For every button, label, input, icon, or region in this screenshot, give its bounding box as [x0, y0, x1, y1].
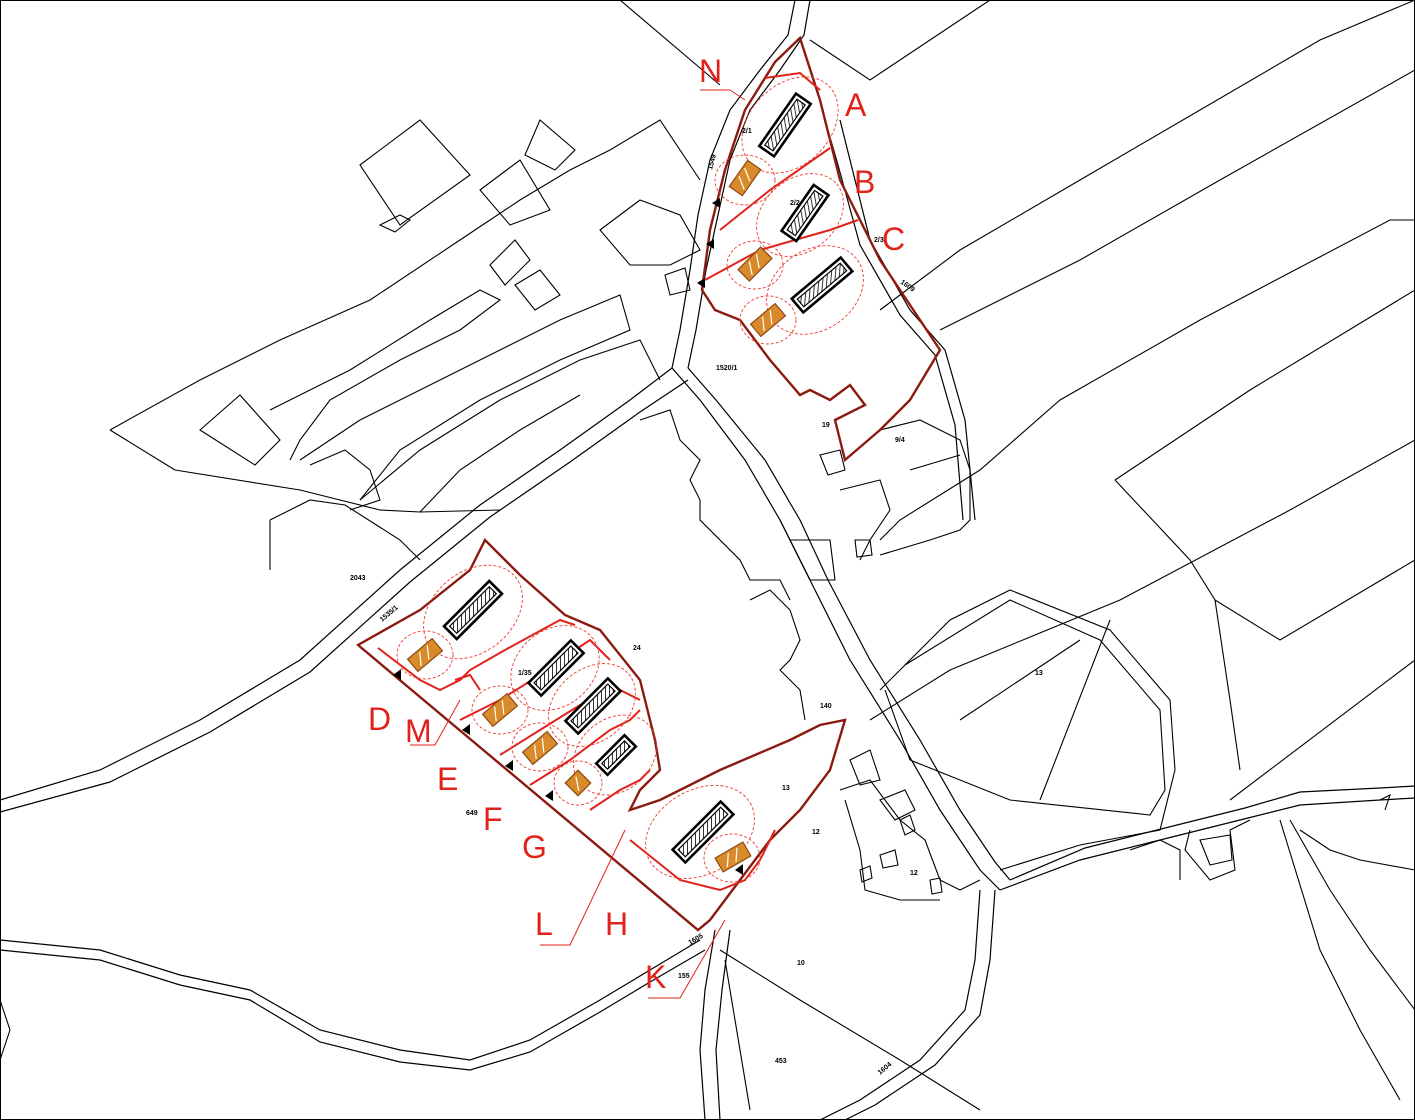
leader-lines	[410, 89, 746, 999]
parcel-number: 1/35	[518, 670, 532, 677]
house-icon	[670, 799, 736, 865]
plot-labels: N A B C D M E F G L H K	[368, 53, 905, 995]
garage-icon	[564, 769, 592, 797]
arrow-icon	[712, 198, 720, 208]
garage-icon	[728, 159, 762, 197]
houses	[442, 91, 855, 865]
garages	[406, 159, 787, 873]
house-icon	[779, 183, 831, 243]
parcel-number: 13	[1035, 670, 1043, 677]
parcel-number: 19	[822, 422, 830, 429]
parcel-number: 2/1	[742, 128, 752, 135]
parcel-number: 13	[782, 785, 790, 792]
parcel-number: 1604	[877, 1061, 894, 1076]
access-arrows	[393, 198, 743, 875]
plot-label-l: L	[535, 906, 553, 942]
garage-icon	[481, 692, 519, 728]
arrow-icon	[462, 724, 470, 735]
parcel-number: 140	[820, 703, 832, 710]
parcel-number: 9/4	[895, 437, 905, 444]
parcel-number: 2043	[350, 575, 366, 582]
plot-label-e: E	[437, 761, 458, 797]
parcel-number: 24	[633, 645, 641, 652]
parcel-number: 1605	[688, 933, 705, 947]
arrow-icon	[697, 278, 705, 288]
parcel-number: 1549	[707, 154, 718, 171]
parcel-number: 12	[812, 829, 820, 836]
house-icon	[563, 676, 623, 736]
plot-label-h: H	[605, 906, 628, 942]
plot-label-d: D	[368, 701, 391, 737]
house-icon	[594, 733, 638, 777]
plot-label-g: G	[522, 829, 547, 865]
parcel-number: 155	[678, 973, 690, 980]
arrow-icon	[393, 669, 401, 680]
north-plot-boundary	[700, 35, 942, 463]
garage-icon	[737, 246, 773, 282]
parcel-number: 2/3	[874, 237, 884, 244]
parcel-number: 453	[775, 1058, 787, 1065]
parcel-number: 649	[466, 810, 478, 817]
plot-label-a: A	[845, 87, 867, 123]
parcel-numbers: 2/1 2/2 1/35 9/4 140 12 13 10 453 19 24 …	[350, 128, 1043, 1077]
development-plots	[355, 35, 942, 932]
garage-icon	[714, 841, 752, 873]
plot-label-k: K	[645, 959, 666, 995]
house-icon	[789, 255, 855, 315]
parcel-number: 1520/1	[716, 365, 738, 372]
plot-label-m: M	[405, 713, 432, 749]
garage-icon	[521, 730, 559, 766]
arrow-icon	[706, 239, 714, 249]
plot-label-c: C	[882, 221, 905, 257]
building-zones	[396, 76, 864, 883]
house-icon	[526, 638, 586, 698]
parcel-number: 12	[910, 870, 918, 877]
parcel-number: 10	[797, 960, 805, 967]
arrow-icon	[505, 760, 513, 771]
house-icon	[757, 91, 813, 159]
garage-icon	[749, 302, 787, 338]
arrow-icon	[735, 864, 743, 875]
plot-label-b: B	[854, 164, 875, 200]
south-plot-boundary	[355, 537, 847, 932]
house-icon	[442, 579, 504, 641]
plot-label-f: F	[483, 801, 503, 837]
plot-label-n: N	[699, 53, 722, 89]
arrow-icon	[545, 790, 553, 801]
garage-icon	[406, 637, 444, 673]
parcel-number: 2/2	[790, 200, 800, 207]
